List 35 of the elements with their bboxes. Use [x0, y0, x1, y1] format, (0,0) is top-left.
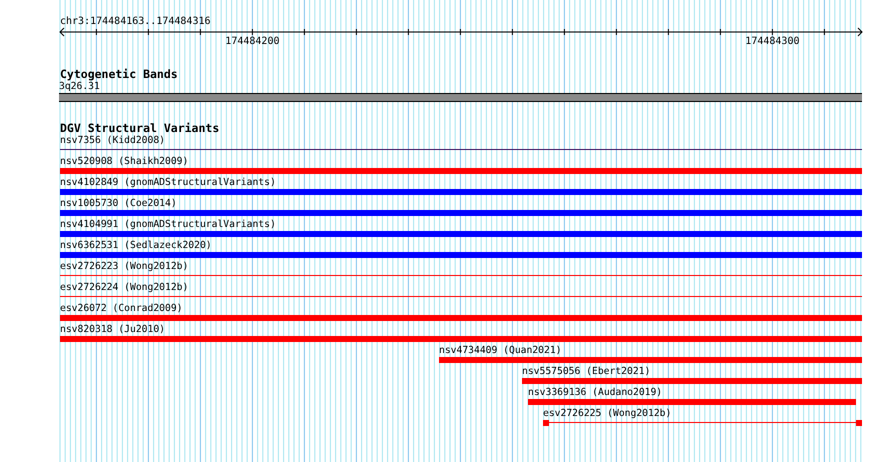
variant-bar: [60, 315, 862, 321]
variant-bar: [60, 252, 862, 258]
tick-label: 174484300: [745, 36, 800, 48]
variant-label: esv2726223 (Wong2012b): [60, 260, 188, 273]
tick-label: 174484200: [225, 36, 280, 48]
variant-label: nsv4104991 (gnomADStructuralVariants): [60, 218, 276, 231]
variant-bar: [522, 378, 862, 384]
variant-bar: [60, 210, 862, 216]
variant-bar: [528, 399, 856, 405]
track-title: DGV Structural Variants: [60, 122, 220, 134]
cytoband-bar: [59, 92, 862, 102]
variant-label: nsv5575056 (Ebert2021): [522, 366, 650, 378]
variant-label: nsv820318 (Ju2010): [60, 324, 165, 336]
variant-line: [60, 296, 862, 297]
variant-label: nsv4734409 (Quan2021): [439, 344, 562, 357]
variant-label: esv2726225 (Wong2012b): [543, 408, 672, 420]
variant-line: [549, 422, 856, 423]
variant-bar: [439, 357, 862, 363]
variant-label: nsv6362531 (Sedlazeck2020): [60, 240, 212, 252]
track-title: Cytogenetic Bands: [60, 68, 178, 80]
position-label: chr3:174484163..174484316: [60, 16, 211, 28]
band-label: 3q26.31: [59, 80, 100, 92]
variant-line: [60, 149, 862, 150]
variant-label: nsv520908 (Shaikh2009): [60, 156, 188, 168]
variant-label: nsv4102849 (gnomADStructuralVariants): [60, 176, 276, 189]
variant-bar: [60, 168, 862, 174]
variant-line: [60, 275, 862, 276]
variant-label: esv2726224 (Wong2012b): [60, 282, 188, 294]
variant-bar: [60, 231, 862, 237]
variant-label: nsv3369136 (Audano2019): [528, 386, 662, 399]
variant-label: nsv7356 (Kidd2008): [60, 134, 165, 147]
variant-bar: [60, 189, 862, 195]
variant-bar: [60, 336, 862, 342]
variant-label: esv26072 (Conrad2009): [60, 302, 182, 315]
variant-label: nsv1005730 (Coe2014): [60, 198, 177, 210]
